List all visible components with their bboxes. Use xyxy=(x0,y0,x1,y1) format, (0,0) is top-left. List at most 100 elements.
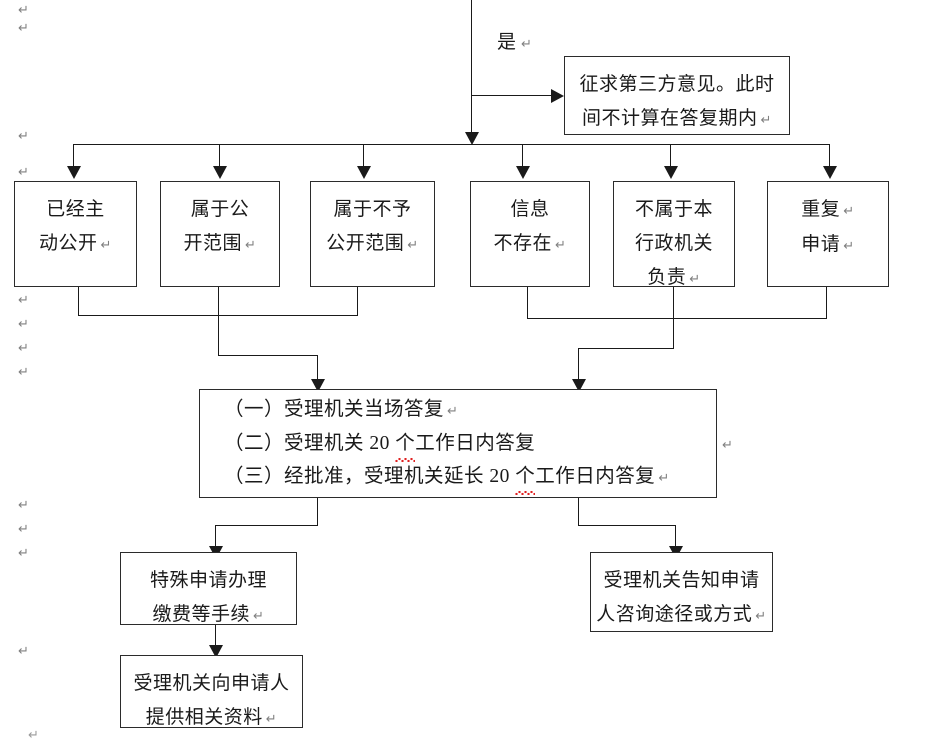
connector-drop-2-arrowhead xyxy=(213,166,227,179)
node-line: 动公开↵ xyxy=(39,233,112,254)
pilcrow-mark: ↵ xyxy=(407,237,419,252)
connector-drop-2 xyxy=(219,144,220,168)
pilcrow-mark: ↵ xyxy=(843,238,855,253)
pilcrow-mark: ↵ xyxy=(18,521,29,536)
reply-rule-item: （三）经批准，受理机关延长 20 个工作日内答复↵ xyxy=(224,460,670,495)
node-line: 申请↵ xyxy=(801,234,855,255)
node-line: 征求第三方意见。此时 xyxy=(579,74,775,95)
connector-to-third-party xyxy=(471,95,553,96)
connector-fee-to-material xyxy=(215,625,216,649)
pilcrow-mark: ↵ xyxy=(755,608,767,623)
connector-merge-right-bar xyxy=(527,318,827,319)
pilcrow-mark: ↵ xyxy=(18,364,29,379)
node-special-application-fee[interactable]: 特殊申请办理 缴费等手续↵ xyxy=(120,552,297,625)
node-line: 负责↵ xyxy=(647,267,701,288)
connector-merge-left-arrowhead xyxy=(311,379,325,392)
node-not-public-scope[interactable]: 属于不予 公开范围↵ xyxy=(310,181,435,287)
yes-branch-label: 是↵ xyxy=(497,32,532,53)
node-line: 缴费等手续↵ xyxy=(152,604,265,625)
connector-drop-6-arrowhead xyxy=(823,166,837,179)
pilcrow-mark: ↵ xyxy=(689,271,701,286)
pilcrow-mark: ↵ xyxy=(18,164,29,179)
pilcrow-mark: ↵ xyxy=(843,203,855,218)
connector-merge-right-elbow xyxy=(578,348,674,349)
connector-drop-5 xyxy=(670,144,671,168)
pilcrow-mark: ↵ xyxy=(18,340,29,355)
connector-drop-3 xyxy=(363,144,364,168)
node-info-not-exist[interactable]: 信息 不存在↵ xyxy=(470,181,590,287)
pilcrow-mark: ↵ xyxy=(18,20,29,35)
pilcrow-mark: ↵ xyxy=(28,727,39,739)
spellcheck-flagged-word: 个 xyxy=(395,427,416,462)
connector-trunk-arrowhead xyxy=(465,132,479,145)
connector-merge-right-a xyxy=(527,287,528,319)
connector-drop-4-arrowhead xyxy=(516,166,530,179)
connector-drop-1-arrowhead xyxy=(67,166,81,179)
node-inform-consult-channel[interactable]: 受理机关告知申请 人咨询途径或方式↵ xyxy=(590,552,773,632)
connector-merge-right-to-rules xyxy=(578,348,579,382)
node-line: 行政机关 xyxy=(634,233,713,254)
connector-merge-left-c xyxy=(357,287,358,316)
connector-to-third-party-arrowhead xyxy=(551,89,564,103)
node-reply-rules[interactable]: （一）受理机关当场答复↵ （二）受理机关 20 个工作日内答复 （三）经批准，受… xyxy=(199,389,717,498)
pilcrow-mark: ↵ xyxy=(447,403,459,418)
connector-merge-left-b xyxy=(218,287,219,356)
pilcrow-mark: ↵ xyxy=(18,316,29,331)
node-line: 公开范围↵ xyxy=(326,233,419,254)
connector-drop-1 xyxy=(73,144,74,168)
node-already-disclosed[interactable]: 已经主 动公开↵ xyxy=(14,181,137,287)
connector-drop-4 xyxy=(522,144,523,168)
node-line: 不存在↵ xyxy=(493,233,567,254)
connector-rules-to-inform xyxy=(675,525,676,549)
pilcrow-mark-yes: ↵ xyxy=(521,36,532,51)
connector-drop-5-arrowhead xyxy=(664,166,678,179)
connector-merge-right-c xyxy=(826,287,827,319)
node-line: 已经主 xyxy=(46,199,105,220)
node-line: 开范围↵ xyxy=(183,233,257,254)
node-line: 属于公 xyxy=(190,199,250,220)
node-duplicate-application[interactable]: 重复↵ 申请↵ xyxy=(767,181,889,287)
pilcrow-mark: ↵ xyxy=(253,608,265,623)
spellcheck-flagged-word: 个 xyxy=(515,460,536,495)
node-line: 受理机关告知申请 xyxy=(603,570,760,591)
reply-rule-item: （二）受理机关 20 个工作日内答复 xyxy=(224,427,535,462)
pilcrow-mark: ↵ xyxy=(245,237,257,252)
node-line: 受理机关向申请人 xyxy=(133,673,290,694)
connector-fee-to-material-arrowhead xyxy=(209,645,223,658)
connector-distribution-bar xyxy=(73,144,830,145)
connector-rules-right-elbow xyxy=(578,525,676,526)
connector-drop-3-arrowhead xyxy=(357,166,371,179)
node-line: 人咨询途径或方式↵ xyxy=(596,604,767,625)
node-line: 间不计算在答复期内↵ xyxy=(582,108,772,129)
connector-rules-left-down xyxy=(317,498,318,525)
node-within-public-scope[interactable]: 属于公 开范围↵ xyxy=(160,181,280,287)
connector-merge-right-b xyxy=(673,287,674,349)
node-line: 特殊申请办理 xyxy=(149,570,267,591)
pilcrow-mark: ↵ xyxy=(18,128,29,143)
node-not-this-agency[interactable]: 不属于本 行政机关 负责↵ xyxy=(613,181,735,288)
pilcrow-mark: ↵ xyxy=(555,237,567,252)
pilcrow-mark: ↵ xyxy=(18,643,29,658)
node-third-party-opinion[interactable]: 征求第三方意见。此时 间不计算在答复期内↵ xyxy=(564,56,790,135)
pilcrow-mark: ↵ xyxy=(265,711,278,726)
node-line: 属于不予 xyxy=(333,199,412,220)
node-line: 信息 xyxy=(510,199,550,220)
node-line: 重复↵ xyxy=(801,199,855,220)
pilcrow-mark: ↵ xyxy=(658,470,670,485)
pilcrow-mark: ↵ xyxy=(18,545,29,560)
pilcrow-mark: ↵ xyxy=(100,237,112,252)
pilcrow-mark: ↵ xyxy=(18,292,29,307)
connector-merge-left-elbow xyxy=(218,355,318,356)
connector-rules-left-elbow xyxy=(215,525,318,526)
connector-merge-left-to-rules xyxy=(317,355,318,382)
pilcrow-mark: ↵ xyxy=(760,112,772,127)
pilcrow-mark-rules-right: ↵ xyxy=(722,437,733,452)
connector-merge-right-arrowhead xyxy=(572,379,586,392)
connector-merge-left-a xyxy=(78,287,79,316)
pilcrow-mark: ↵ xyxy=(18,2,29,17)
connector-rules-to-fee xyxy=(215,525,216,549)
connector-drop-6 xyxy=(829,144,830,168)
connector-rules-right-down xyxy=(578,498,579,525)
node-provide-material[interactable]: 受理机关向申请人 提供相关资料↵ xyxy=(120,655,303,728)
